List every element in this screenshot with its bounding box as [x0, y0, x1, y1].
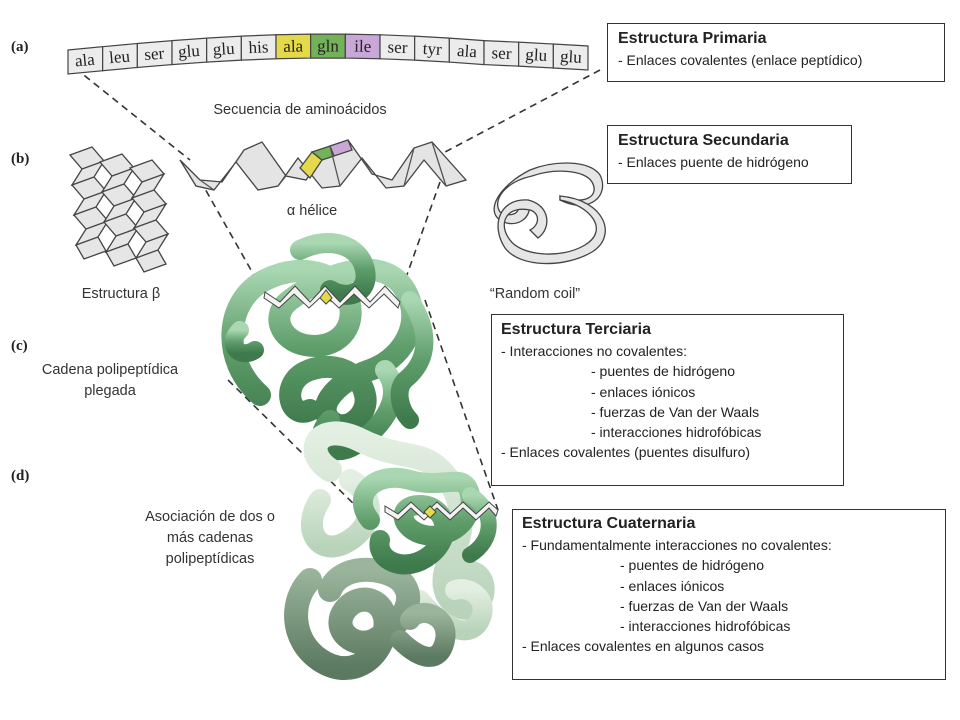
quaternary-noncovalent-line: - Fundamentalmente interacciones no cova… [522, 537, 832, 553]
secondary-structure-line: - Enlaces puente de hidrógeno [618, 154, 809, 170]
association-caption: Asociación de dos o más cadenas polipept… [125, 507, 295, 570]
secondary-structure-box: Estructura Secundaria - Enlaces puente d… [607, 125, 852, 184]
helix-strip-quaternary [384, 501, 499, 521]
sequence-caption: Secuencia de aminoácidos [213, 102, 387, 118]
residue-label: glu [560, 47, 583, 67]
helix-strip-tertiary [263, 285, 401, 309]
residue-label: gln [317, 36, 339, 55]
secondary-structure-title: Estructura Secundaria [618, 132, 789, 149]
folded-chain-caption-line-2: plegada [84, 383, 136, 400]
primary-structure-box: Estructura Primaria - Enlaces covalentes… [607, 23, 945, 82]
association-caption-line-1: Asociación de dos o [145, 509, 275, 525]
quaternary-sub-ionic-bonds: - enlaces iónicos [620, 577, 725, 594]
beta-structure-caption: Estructura β [81, 286, 161, 302]
residue-label: glu [525, 45, 548, 65]
beta-sheet-drawing [68, 146, 170, 273]
tertiary-sub-hydrophobic: - interacciones hidrofóbicas [591, 424, 762, 441]
quaternary-assembly [284, 421, 497, 681]
residue-label: glu [177, 41, 201, 62]
alpha-helix-drawing [179, 139, 468, 191]
quaternary-structure-box: Estructura Cuaternaria - Fundamentalment… [512, 509, 946, 680]
random-coil-caption: “Random coil” [489, 286, 581, 302]
quaternary-sub-hydrogen-bonds: - puentes de hidrógeno [620, 557, 764, 574]
residue-label: his [248, 37, 269, 57]
residue-label: ala [283, 37, 304, 56]
residue-label: ser [387, 37, 408, 57]
quaternary-structure-title: Estructura Cuaternaria [522, 515, 696, 532]
tertiary-sub-ionic-bonds: - enlaces iónicos [591, 383, 696, 400]
primary-structure-title: Estructura Primaria [618, 30, 767, 47]
residue-cell [552, 43, 589, 71]
folded-chain-caption: Cadena polipeptídica plegada [20, 360, 200, 402]
residue-label: ile [354, 37, 371, 56]
residue-label: tyr [422, 39, 442, 59]
association-caption-line-3: polipeptídicas [165, 551, 255, 568]
panel-label-d: (d) [11, 468, 30, 484]
panel-label-a: (a) [11, 39, 29, 55]
tertiary-folded-chain [221, 232, 434, 461]
residue-label: ser [491, 43, 512, 63]
quaternary-sub-van-der-waals: - fuerzas de Van der Waals [620, 597, 789, 614]
association-caption-line-2: más cadenas [166, 530, 254, 547]
residue-label: ala [74, 50, 96, 71]
panel-label-c: (c) [11, 338, 28, 354]
random-coil-drawing [493, 162, 606, 265]
panel-label-b: (b) [11, 151, 30, 167]
residue-label: ser [144, 44, 166, 65]
residue-label: glu [212, 39, 235, 59]
quaternary-covalent-line: - Enlaces covalentes en algunos casos [522, 638, 765, 655]
tertiary-structure-box: Estructura Terciaria - Interacciones no … [491, 314, 844, 486]
tertiary-covalent-line: - Enlaces covalentes (puentes disulfuro) [501, 444, 751, 461]
folded-chain-caption-line-1: Cadena polipeptídica [41, 362, 179, 378]
alpha-helix-caption: α hélice [286, 203, 338, 219]
tertiary-sub-hydrogen-bonds: - puentes de hidrógeno [591, 363, 735, 380]
residue-label: ala [456, 41, 478, 61]
tertiary-noncovalent-line: - Interacciones no covalentes: [501, 343, 687, 359]
tertiary-structure-title: Estructura Terciaria [501, 321, 651, 338]
quaternary-sub-hydrophobic: - interacciones hidrofóbicas [620, 618, 791, 635]
tertiary-sub-van-der-waals: - fuerzas de Van der Waals [591, 403, 760, 420]
residue-label: leu [108, 46, 131, 67]
primary-structure-line: - Enlaces covalentes (enlace peptídico) [618, 52, 863, 68]
